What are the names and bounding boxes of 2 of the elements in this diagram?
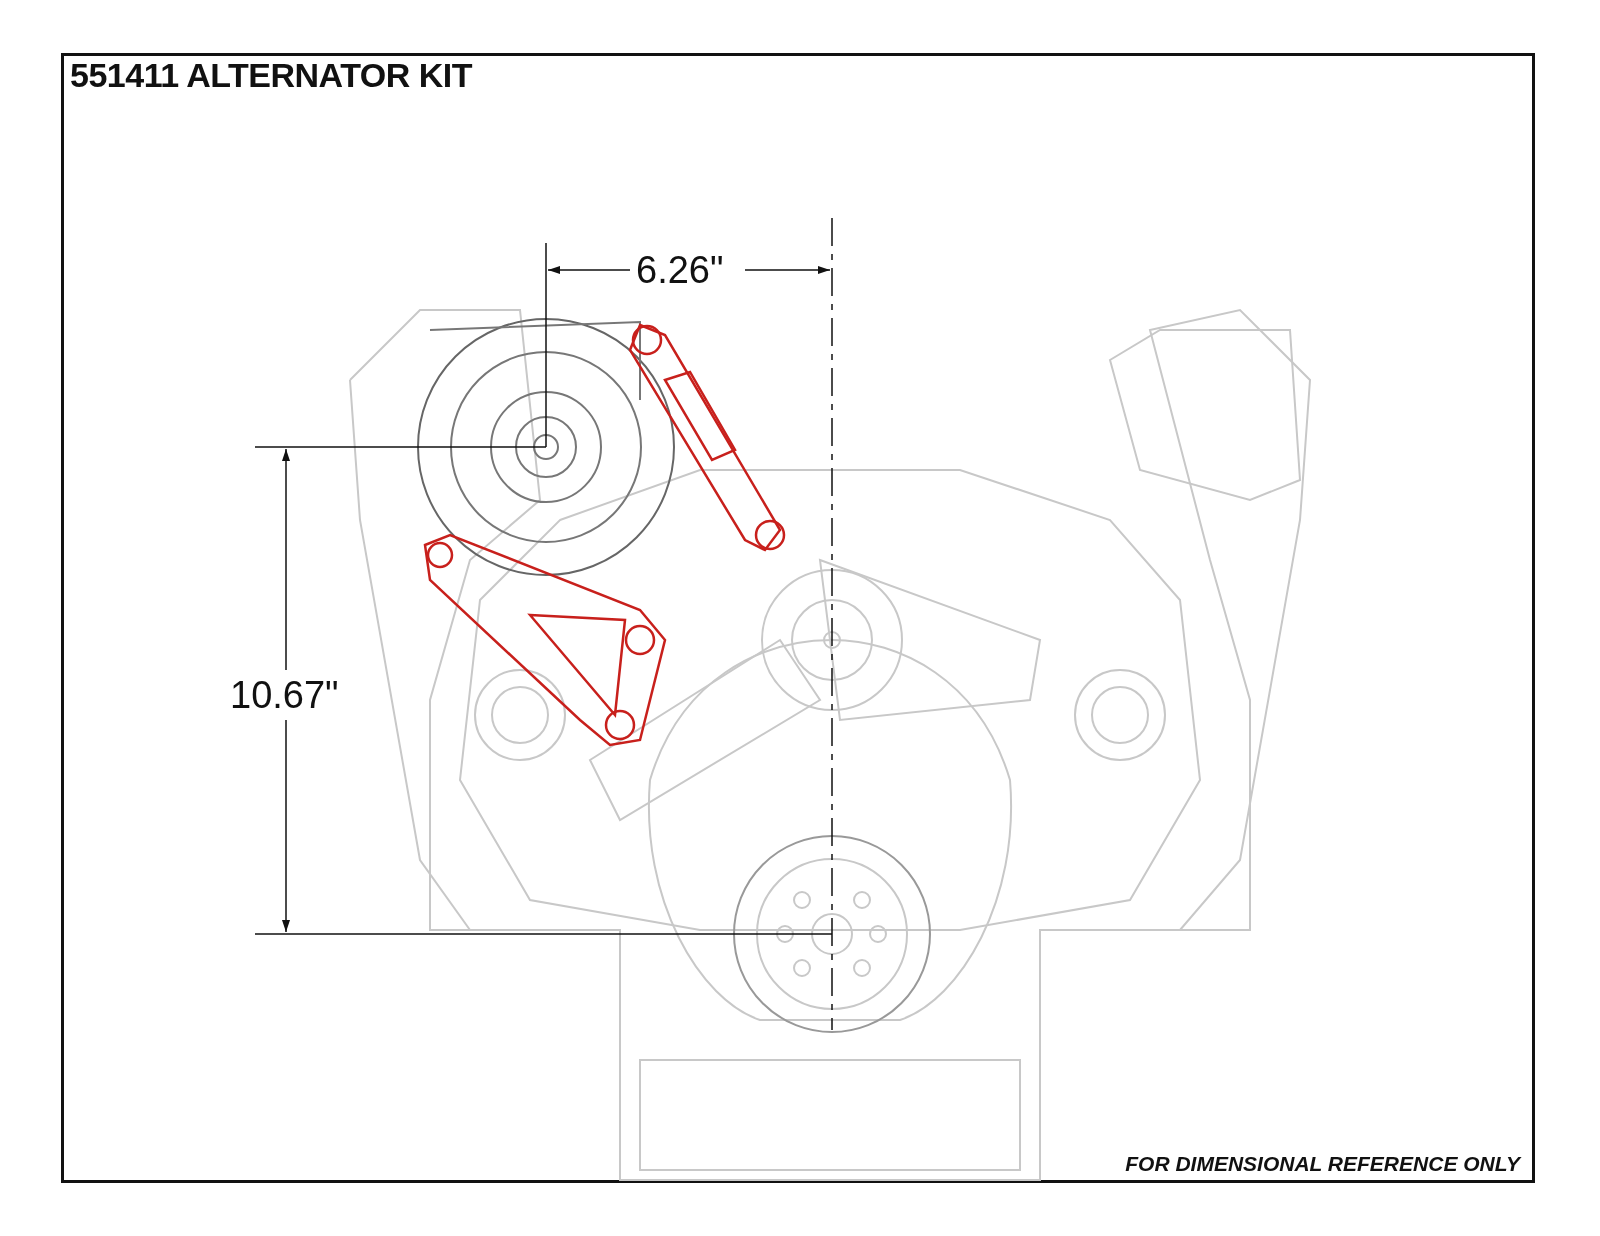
note-text: FOR DIMENSIONAL REFERENCE ONLY <box>1125 1152 1520 1176</box>
drawing-title: 551411 ALTERNATOR KIT <box>70 56 472 95</box>
